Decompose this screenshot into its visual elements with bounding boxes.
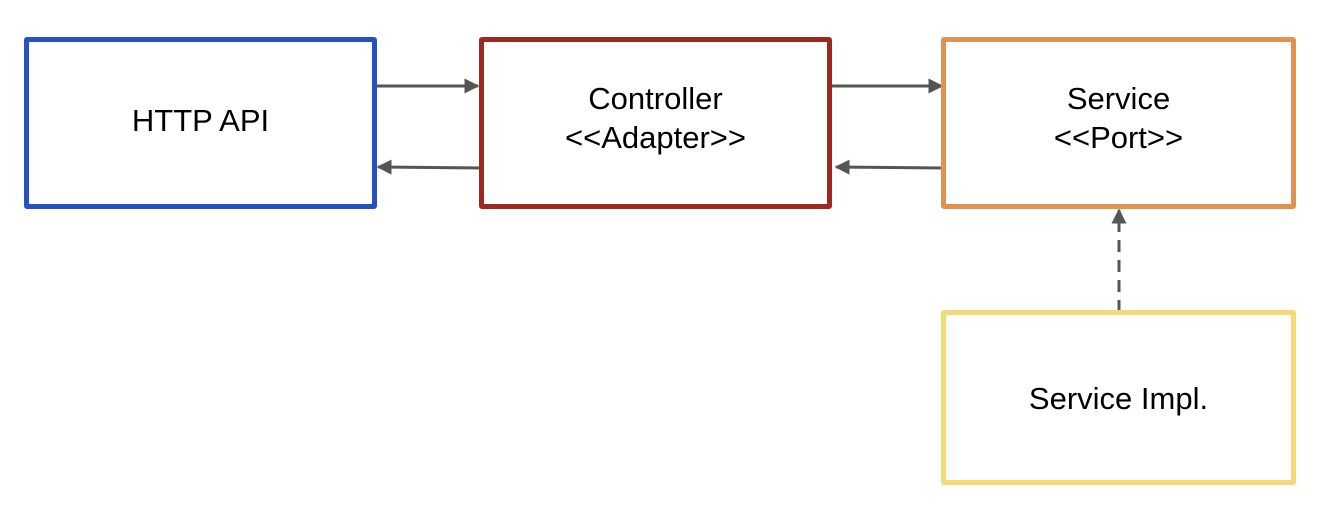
service-impl-label: Service Impl. — [1028, 381, 1209, 416]
service-stereotype: <<Port>> — [1053, 120, 1184, 155]
controller-node: Controller <<Adapter>> — [479, 37, 832, 209]
edge-service-to-controller — [834, 159, 946, 175]
edge-controller-to-http — [376, 159, 483, 175]
http-api-node: HTTP API — [24, 37, 377, 209]
service-node: Service <<Port>> — [941, 37, 1296, 209]
service-impl-node: Service Impl. — [941, 310, 1296, 485]
service-label: Service — [1066, 81, 1171, 116]
http-api-label: HTTP API — [131, 102, 270, 138]
controller-label: Controller — [588, 81, 723, 116]
controller-stereotype: <<Adapter>> — [565, 120, 746, 155]
